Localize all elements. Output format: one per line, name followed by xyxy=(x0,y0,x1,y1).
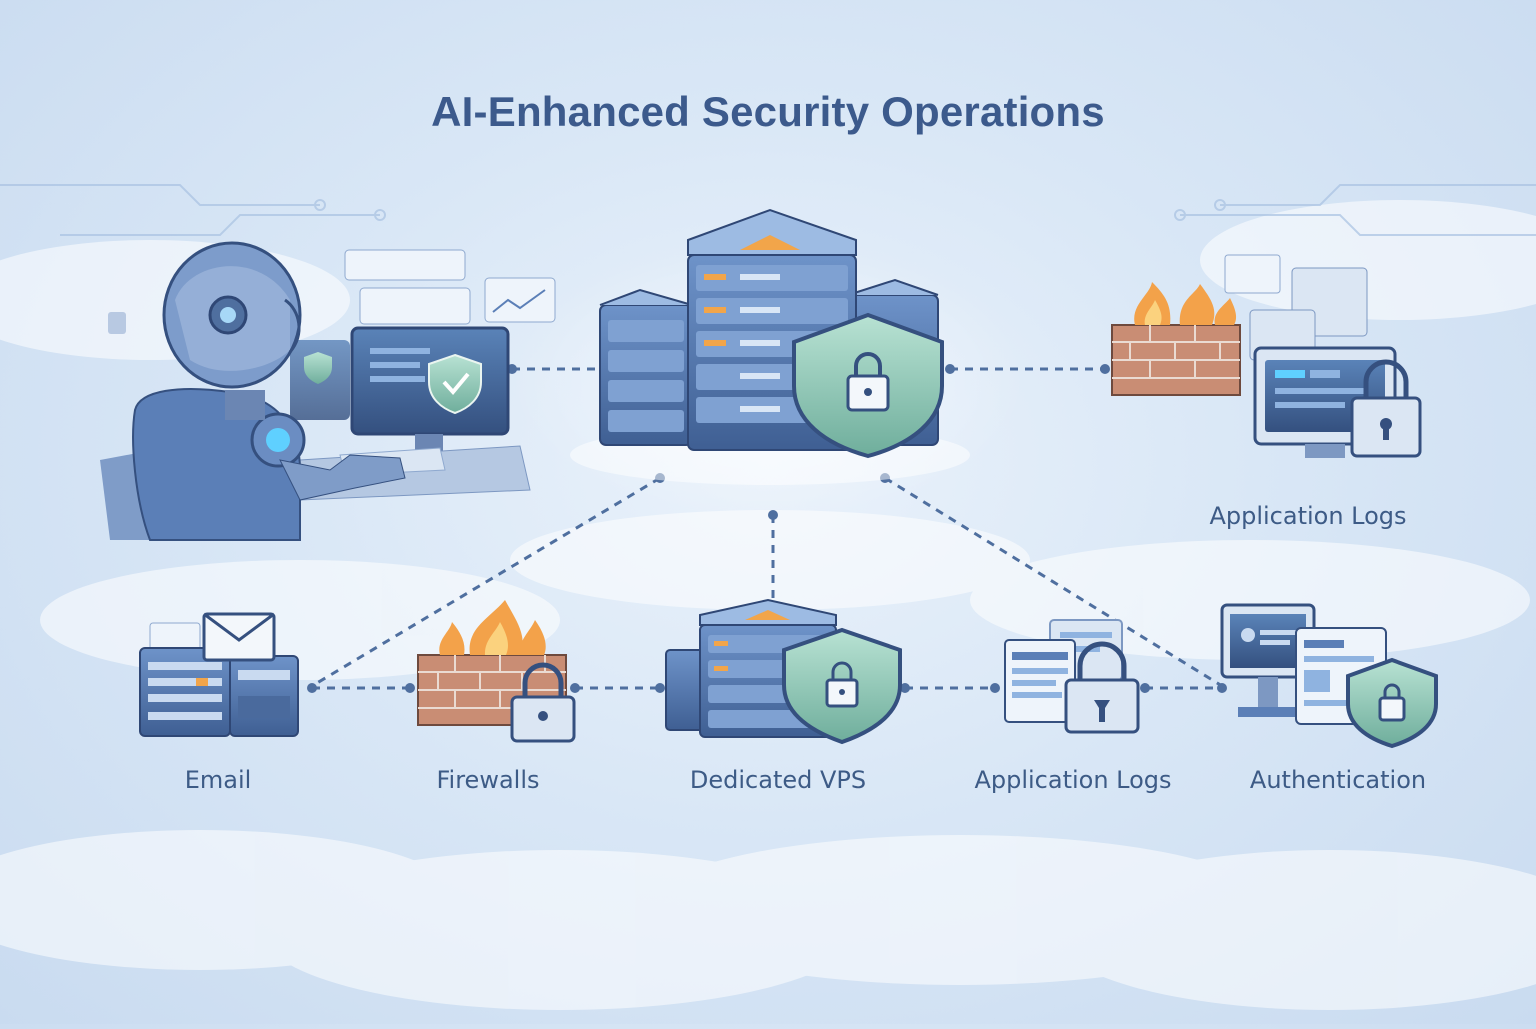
server-shield-icon xyxy=(665,598,902,745)
connector-central-auth xyxy=(884,476,1223,688)
label-authentication: Authentication xyxy=(1249,766,1427,794)
mail-server-icon xyxy=(139,612,299,737)
diagram-title: AI-Enhanced Security Operations xyxy=(431,88,1105,135)
robot-analyst-icon xyxy=(100,241,556,541)
connector-central-email xyxy=(311,476,661,688)
label-firewalls: Firewalls xyxy=(436,766,540,794)
log-documents-lock-icon xyxy=(1004,619,1140,734)
firewall-lock-icon xyxy=(417,600,576,743)
server-stack-shield-icon xyxy=(570,208,970,485)
circuit-traces xyxy=(0,184,1536,236)
connectors xyxy=(311,367,1223,690)
label-application-logs-top: Application Logs xyxy=(1209,502,1407,530)
label-dedicated-vps: Dedicated VPS xyxy=(689,766,867,794)
label-email: Email xyxy=(184,766,252,794)
label-application-logs: Application Logs xyxy=(974,766,1172,794)
connector-nodes xyxy=(307,364,1227,693)
monitor-shield-lock-icon xyxy=(1220,603,1438,749)
firewall-monitor-lock-icon xyxy=(1111,254,1422,458)
